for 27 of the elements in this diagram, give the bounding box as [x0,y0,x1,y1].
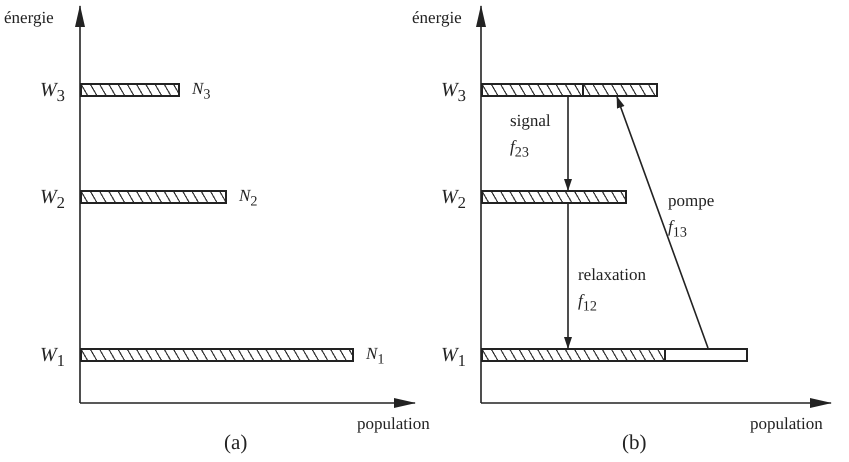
transition-arrow [564,204,572,349]
population-label: N$_{2}$ [239,186,258,212]
axis-label: énergie [412,8,462,28]
population-label: N$_{1}$ [366,344,384,370]
axis-label: population [750,414,823,434]
population-label: N$_{3}$ [192,79,210,104]
transition-arrow [564,97,572,191]
energy-level-label: W$_{1}$ [40,345,65,371]
axis-label: énergie [4,8,54,28]
energy-level-bar [80,348,354,362]
energy-level-bar [80,83,180,97]
energy-level-bar [481,190,627,204]
panel-caption: (a) [224,432,248,452]
edge-label: signal f$_{23}$ [510,110,552,162]
energy-level-label: W$_{2}$ [40,187,65,213]
energy-level-label: W$_{1}$ [441,345,466,371]
edge-label: pompe f$_{13}$ [668,190,716,242]
edge-label: relaxation f$_{12}$ [578,264,647,316]
energy-level-bar [481,348,748,362]
transition-arrow [616,96,709,348]
energy-level-bar [80,190,227,204]
energy-level-label: W$_{3}$ [40,80,65,106]
energy-level-label: W$_{3}$ [441,80,466,106]
panel-caption: (b) [622,432,646,452]
energy-level-bar [481,83,658,97]
energy-level-label: W$_{2}$ [441,187,466,213]
axis-label: population [357,414,430,434]
